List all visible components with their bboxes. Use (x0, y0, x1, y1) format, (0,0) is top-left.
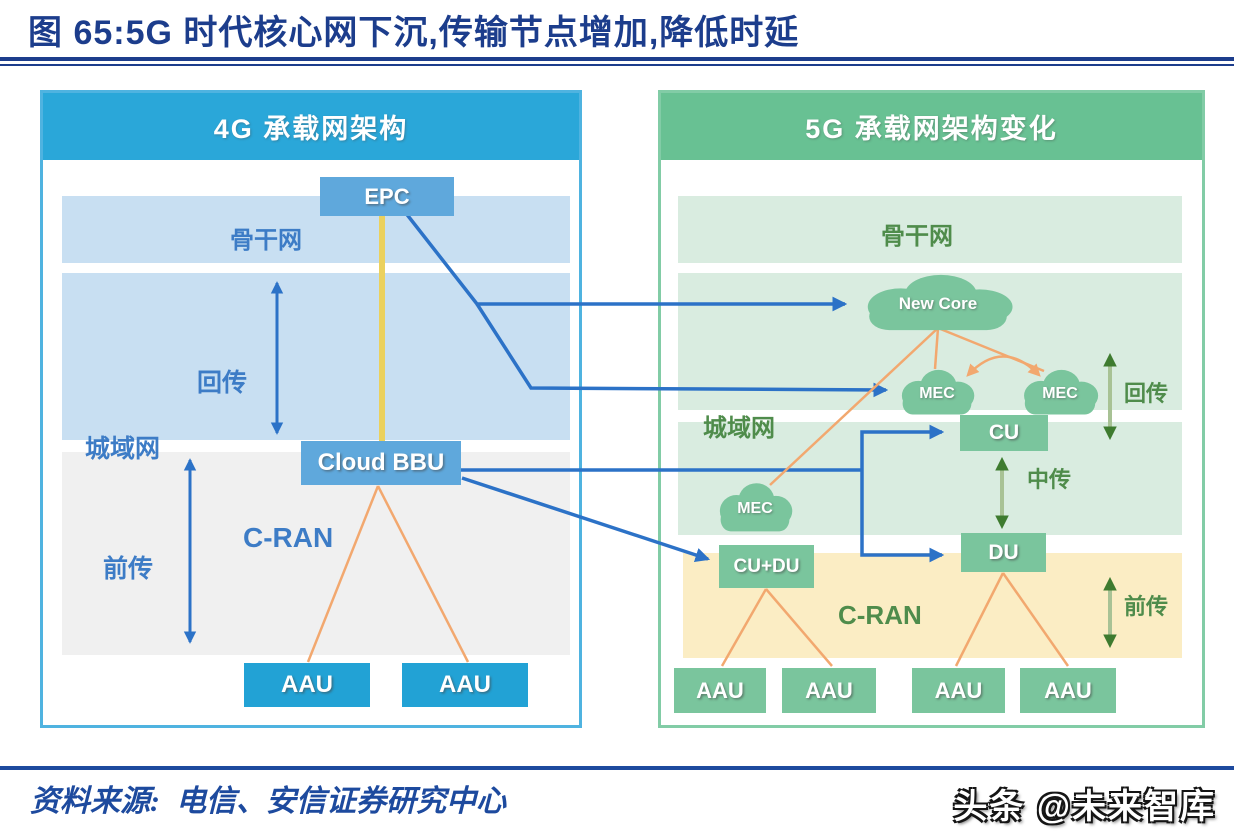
node-5g-aau-1: AAU (674, 668, 766, 713)
source-line: 资料来源: 电信、安信证券研究中心 (30, 776, 506, 820)
node-cu-du: CU+DU (719, 545, 814, 588)
watermark: 头条 @未来智库 (953, 788, 1216, 826)
node-5g-aau-4: AAU (1020, 668, 1116, 713)
label-5g-backhaul: 回传 (1124, 381, 1169, 406)
cloud-shape (901, 369, 975, 415)
footer-rule (0, 766, 1234, 770)
node-cu: CU (960, 415, 1048, 451)
label-4g-metro: 城域网 (85, 435, 161, 463)
node-mec-3: MEC (737, 499, 773, 517)
node-4g-aau-2: AAU (402, 663, 528, 707)
node-mec-2: MEC (1042, 384, 1078, 402)
node-epc: EPC (320, 177, 454, 216)
label-4g-backhaul: 回传 (197, 369, 248, 397)
label-5g-cran: C-RAN (838, 600, 922, 630)
node-mec-1: MEC (919, 384, 955, 402)
cloud-shape (867, 274, 1013, 331)
source-label: 资料来源: (30, 785, 160, 818)
cloud-new-core: New Core (852, 270, 1024, 332)
source-text: 电信、安信证券研究中心 (176, 785, 506, 818)
band-4g-metro (62, 273, 570, 440)
figure-title: 图 65:5G 时代核心网下沉,传输节点增加,降低时延 (28, 14, 800, 52)
panel-5g-header: 5G 承载网架构变化 (661, 93, 1202, 160)
label-5g-midhaul: 中传 (1027, 467, 1072, 492)
cloud-shape (719, 483, 793, 532)
cloud-shape (1024, 369, 1099, 415)
label-4g-backbone: 骨干网 (230, 227, 302, 254)
node-du: DU (961, 533, 1046, 572)
cloud-mec-2: MEC (1016, 366, 1104, 416)
label-5g-fronthaul: 前传 (1124, 594, 1169, 619)
node-5g-aau-3: AAU (912, 668, 1005, 713)
node-4g-aau-1: AAU (244, 663, 370, 707)
node-cloud-bbu: Cloud BBU (301, 441, 461, 485)
label-5g-metro: 城域网 (703, 415, 775, 442)
label-4g-fronthaul: 前传 (103, 555, 154, 583)
title-rule (0, 57, 1234, 66)
cloud-mec-1: MEC (894, 366, 980, 416)
node-5g-aau-2: AAU (782, 668, 876, 713)
cloud-mec-3: MEC (712, 479, 798, 533)
node-new-core: New Core (898, 294, 978, 314)
panel-4g-header: 4G 承载网架构 (43, 93, 579, 160)
label-5g-backbone: 骨干网 (881, 223, 953, 250)
label-4g-cran: C-RAN (243, 522, 334, 553)
